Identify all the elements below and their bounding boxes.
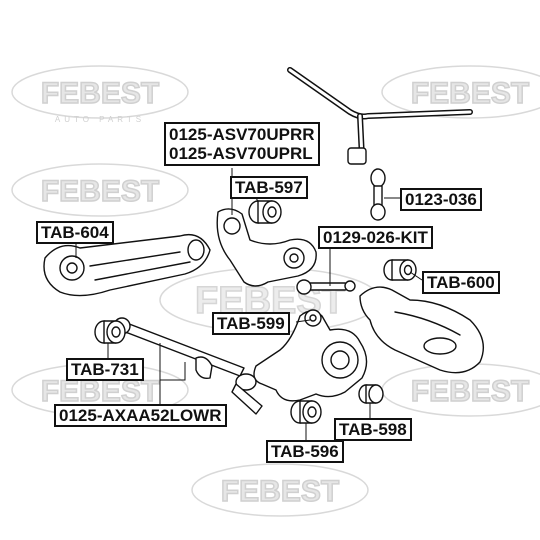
label-upper-arm-right: 0125-ASV70UPRR [169,125,315,144]
label-lower-arm: 0125-AXAA52LOWR [54,404,227,427]
watermark-logo: FEBEST [381,363,540,417]
leader-tab-599 [295,319,311,323]
watermark-brand-text: FEBEST [41,175,159,208]
label-0123-036: 0123-036 [400,188,482,211]
label-tab-597: TAB-597 [230,176,308,199]
knuckle [253,309,368,402]
bushing-tab-731 [94,320,126,344]
leader-lines [75,168,423,440]
label-tab-598: TAB-598 [334,418,412,441]
watermark-brand-text: FEBEST [411,375,529,408]
watermark-brand-text: FEBEST [221,475,339,508]
leader-lower-arm [159,343,186,404]
watermark-logo: FEBEST AUTO PARTS [11,65,189,124]
bushing-tab-598 [358,384,384,404]
watermark-logo: FEBEST [381,65,540,119]
bushing-tab-596 [290,400,322,424]
label-upper-arm: 0125-ASV70UPRR 0125-ASV70UPRL [164,122,320,166]
stabilizer-link [370,168,386,221]
bushing-tab-600 [383,259,417,281]
watermark-brand-text: FEBEST [411,77,529,110]
label-tab-731: TAB-731 [66,358,144,381]
upper-arm [216,208,317,287]
label-0129-026-kit: 0129-026-KIT [318,226,433,249]
watermark-logo: FEBEST [191,463,369,517]
leader-tab-600 [409,271,423,281]
lower-control-arm [359,286,484,374]
label-tab-596: TAB-596 [266,440,344,463]
bushing-tab-597 [248,200,282,224]
lateral-arm [43,233,211,297]
stabilizer-bar [287,67,473,165]
watermark-tagline-text: AUTO PARTS [55,115,145,124]
label-tab-600: TAB-600 [422,271,500,294]
label-upper-arm-left: 0125-ASV70UPRL [169,144,313,163]
camber-bolt-kit [296,279,356,295]
label-tab-599: TAB-599 [212,312,290,335]
label-tab-604: TAB-604 [36,221,114,244]
watermark-brand-text: FEBEST [41,77,159,110]
watermark-logo: FEBEST [11,163,189,217]
